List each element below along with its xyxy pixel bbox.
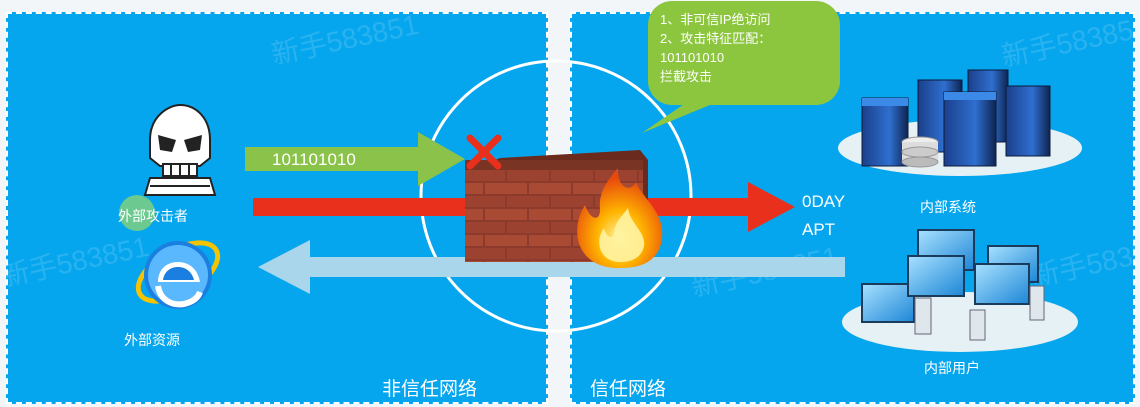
- attacker-label: 外部攻击者: [118, 208, 188, 224]
- attacker-marker: [119, 195, 155, 231]
- external-resource-label: 外部资源: [124, 332, 180, 348]
- outbound-access-arrow: [258, 240, 845, 294]
- callout-line: 101101010: [660, 50, 725, 65]
- block-x-icon: [466, 134, 502, 170]
- internal-system-label: 内部系统: [920, 199, 976, 215]
- computer-cluster-icon: [842, 229, 1078, 352]
- internet-explorer-icon: [135, 240, 221, 309]
- untrusted-zone-label: 非信任网络: [382, 379, 478, 400]
- callout-line: 2、攻击特征匹配：: [660, 31, 772, 46]
- internal-user-label: 内部用户: [924, 360, 980, 376]
- fire-icon: [577, 168, 663, 269]
- blocked-payload-label: 101101010: [272, 150, 356, 169]
- callout-line: 1、非可信IP绝访问: [660, 12, 771, 27]
- server-cluster-icon: [838, 69, 1082, 176]
- skull-icon: [143, 103, 217, 196]
- blocked-traffic-arrow: [245, 132, 465, 186]
- trusted-zone-label: 信任网络: [590, 379, 667, 400]
- callout-text: 1、非可信IP绝访问 2、攻击特征匹配： 101101010 拦截攻击: [660, 10, 771, 86]
- callout-bubble: [642, 1, 840, 133]
- threat-label-0day: 0DAY: [802, 192, 846, 211]
- threat-label-apt: APT: [802, 220, 836, 239]
- firewall-boundary-circle: [419, 59, 693, 333]
- callout-line: 拦截攻击: [660, 69, 713, 84]
